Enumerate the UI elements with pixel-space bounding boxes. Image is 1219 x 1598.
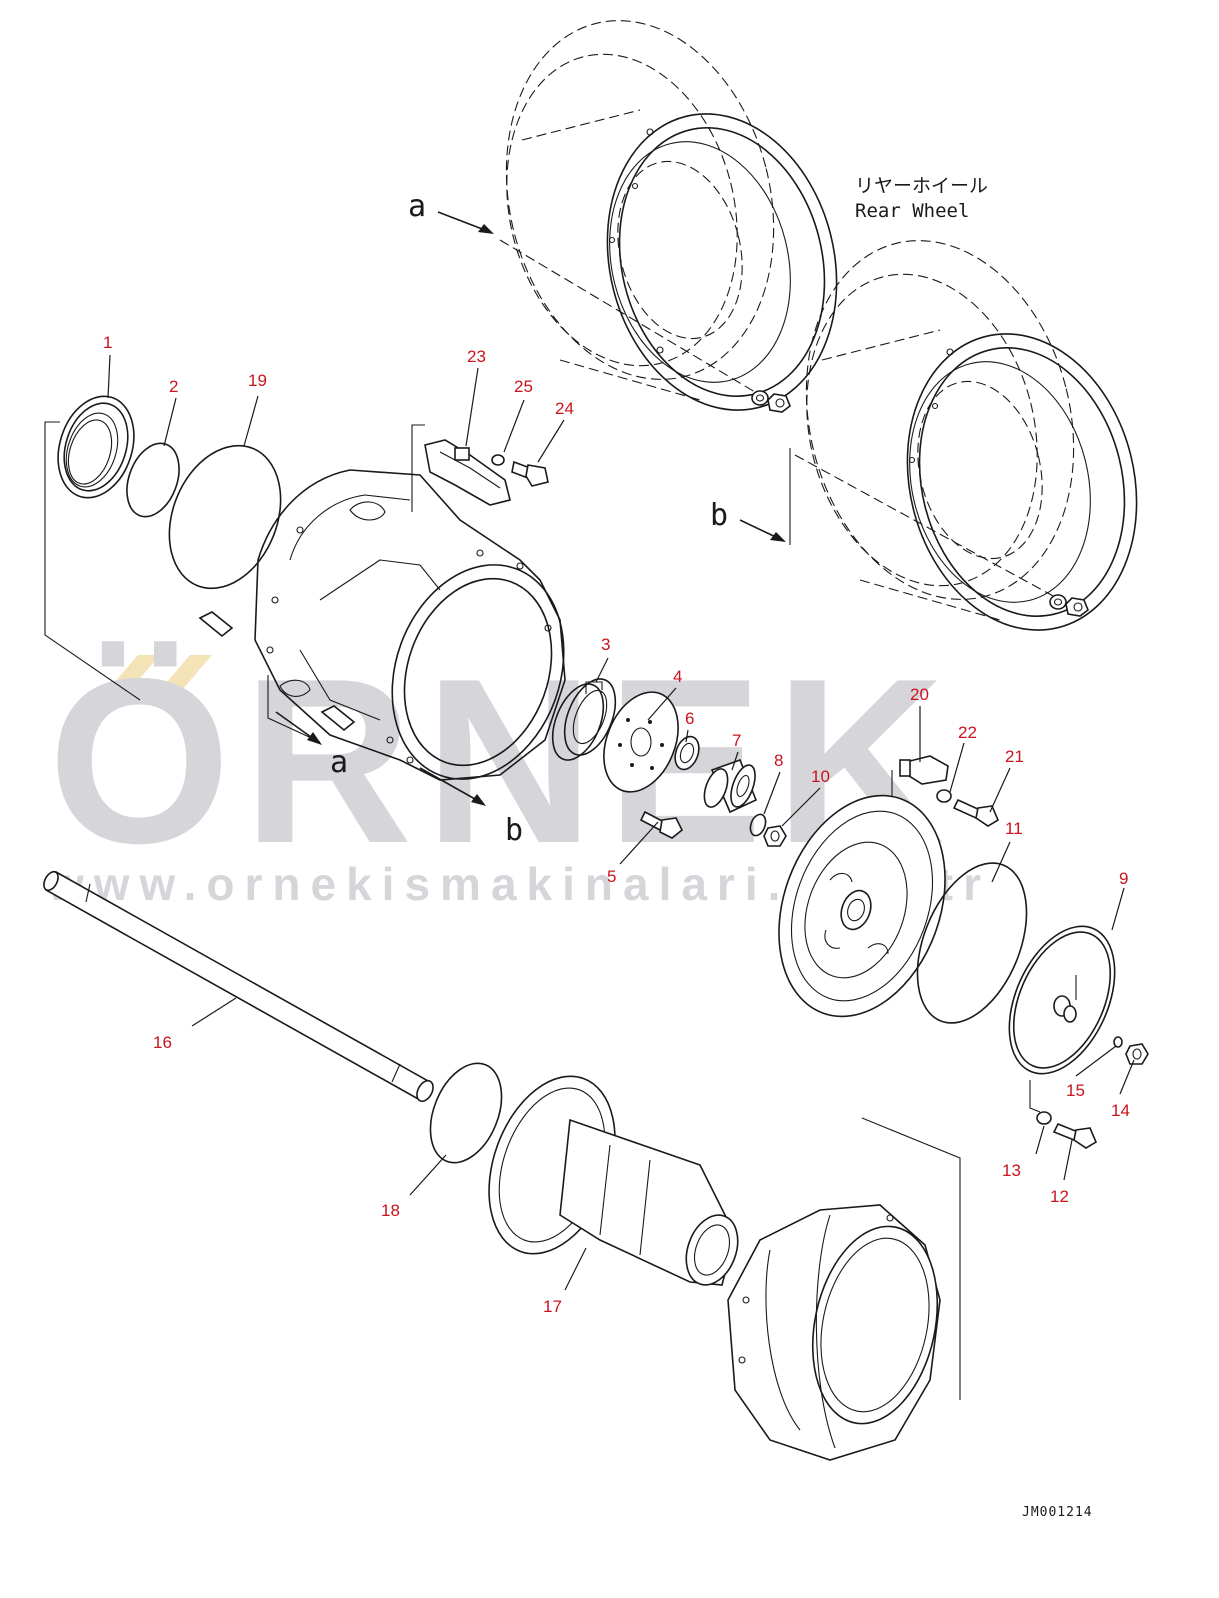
view-label-b-top: b xyxy=(710,498,728,533)
callout-20: 20 xyxy=(910,685,929,704)
part-8-snap-ring xyxy=(749,813,767,837)
watermark: ÖRNEK www.ornekismakinalari.com.tr xyxy=(47,629,981,910)
part-9-cover xyxy=(1008,925,1116,1075)
housing-bolt-top xyxy=(198,611,234,638)
rear-wheel-rim-a xyxy=(505,20,838,411)
callout-11: 11 xyxy=(1005,819,1023,838)
wheel-nut-b xyxy=(1049,594,1089,617)
callout-3: 3 xyxy=(601,635,610,654)
housing-bolt-bottom xyxy=(320,705,356,732)
part-12-bolt xyxy=(1052,1122,1098,1149)
part-6-collar xyxy=(674,735,700,771)
drawing-code: JM001214 xyxy=(1022,1505,1093,1520)
part-16-axle-shaft xyxy=(43,870,434,1103)
part-15-plug xyxy=(1113,1036,1123,1048)
callout-16: 16 xyxy=(153,1033,172,1052)
callout-5: 5 xyxy=(607,867,616,886)
callout-2: 2 xyxy=(169,377,178,396)
watermark-brand: ÖRNEK xyxy=(48,629,957,892)
callout-7: 7 xyxy=(732,731,741,750)
part-5-bolt xyxy=(639,810,684,839)
callout-8: 8 xyxy=(774,751,783,770)
callout-18: 18 xyxy=(381,1201,400,1220)
callout-21: 21 xyxy=(1005,747,1024,766)
view-label-b-bottom: b xyxy=(505,813,523,848)
part-11-o-ring xyxy=(916,862,1028,1024)
callout-17: 17 xyxy=(543,1297,562,1316)
part-14-nut xyxy=(1125,1043,1149,1065)
callout-12: 12 xyxy=(1050,1187,1069,1206)
callout-15: 15 xyxy=(1066,1081,1085,1100)
part-25-washer xyxy=(491,454,505,466)
part-4-plate xyxy=(603,691,679,793)
part-24-bolt xyxy=(511,460,549,487)
callout-25: 25 xyxy=(514,377,533,396)
view-label-a-bottom: a xyxy=(330,745,348,780)
callout-24: 24 xyxy=(555,399,574,418)
callout-13: 13 xyxy=(1002,1161,1021,1180)
rear-wheel-rim-b xyxy=(805,240,1138,631)
rear-wheel-caption-en: Rear Wheel xyxy=(855,200,969,222)
callout-1: 1 xyxy=(103,333,112,352)
part-7-coupling xyxy=(703,758,758,814)
wheel-hub-drum xyxy=(727,1204,941,1461)
planet-carrier xyxy=(778,794,946,1018)
part-18-o-ring xyxy=(429,1062,503,1164)
part-1-seal xyxy=(57,395,135,499)
part-13-washer xyxy=(1036,1111,1052,1125)
part-21-bolt xyxy=(952,798,1000,827)
leader-lines xyxy=(107,354,1135,1291)
callout-19: 19 xyxy=(248,371,267,390)
part-17-spindle xyxy=(488,1075,739,1286)
rear-wheel-caption-jp: リヤーホイール xyxy=(855,175,988,197)
callout-23: 23 xyxy=(467,347,486,366)
final-drive-housing xyxy=(254,469,566,781)
callout-6: 6 xyxy=(685,709,694,728)
callout-4: 4 xyxy=(673,667,682,686)
part-23-bracket xyxy=(424,439,511,506)
callout-22: 22 xyxy=(958,723,977,742)
part-10-nut xyxy=(763,825,787,847)
part-20-bracket xyxy=(899,755,949,785)
callout-9: 9 xyxy=(1119,869,1128,888)
part-callouts: 1 2 3 4 5 6 7 8 9 10 11 12 13 14 15 16 1… xyxy=(103,333,1130,1316)
view-label-a-top: a xyxy=(408,189,426,224)
part-2-snap-ring xyxy=(126,442,180,518)
wheel-nut-a xyxy=(751,390,791,413)
part-22-washer xyxy=(936,789,952,803)
callout-14: 14 xyxy=(1111,1101,1130,1120)
part-19-o-ring xyxy=(168,444,282,590)
callout-10: 10 xyxy=(811,767,830,786)
